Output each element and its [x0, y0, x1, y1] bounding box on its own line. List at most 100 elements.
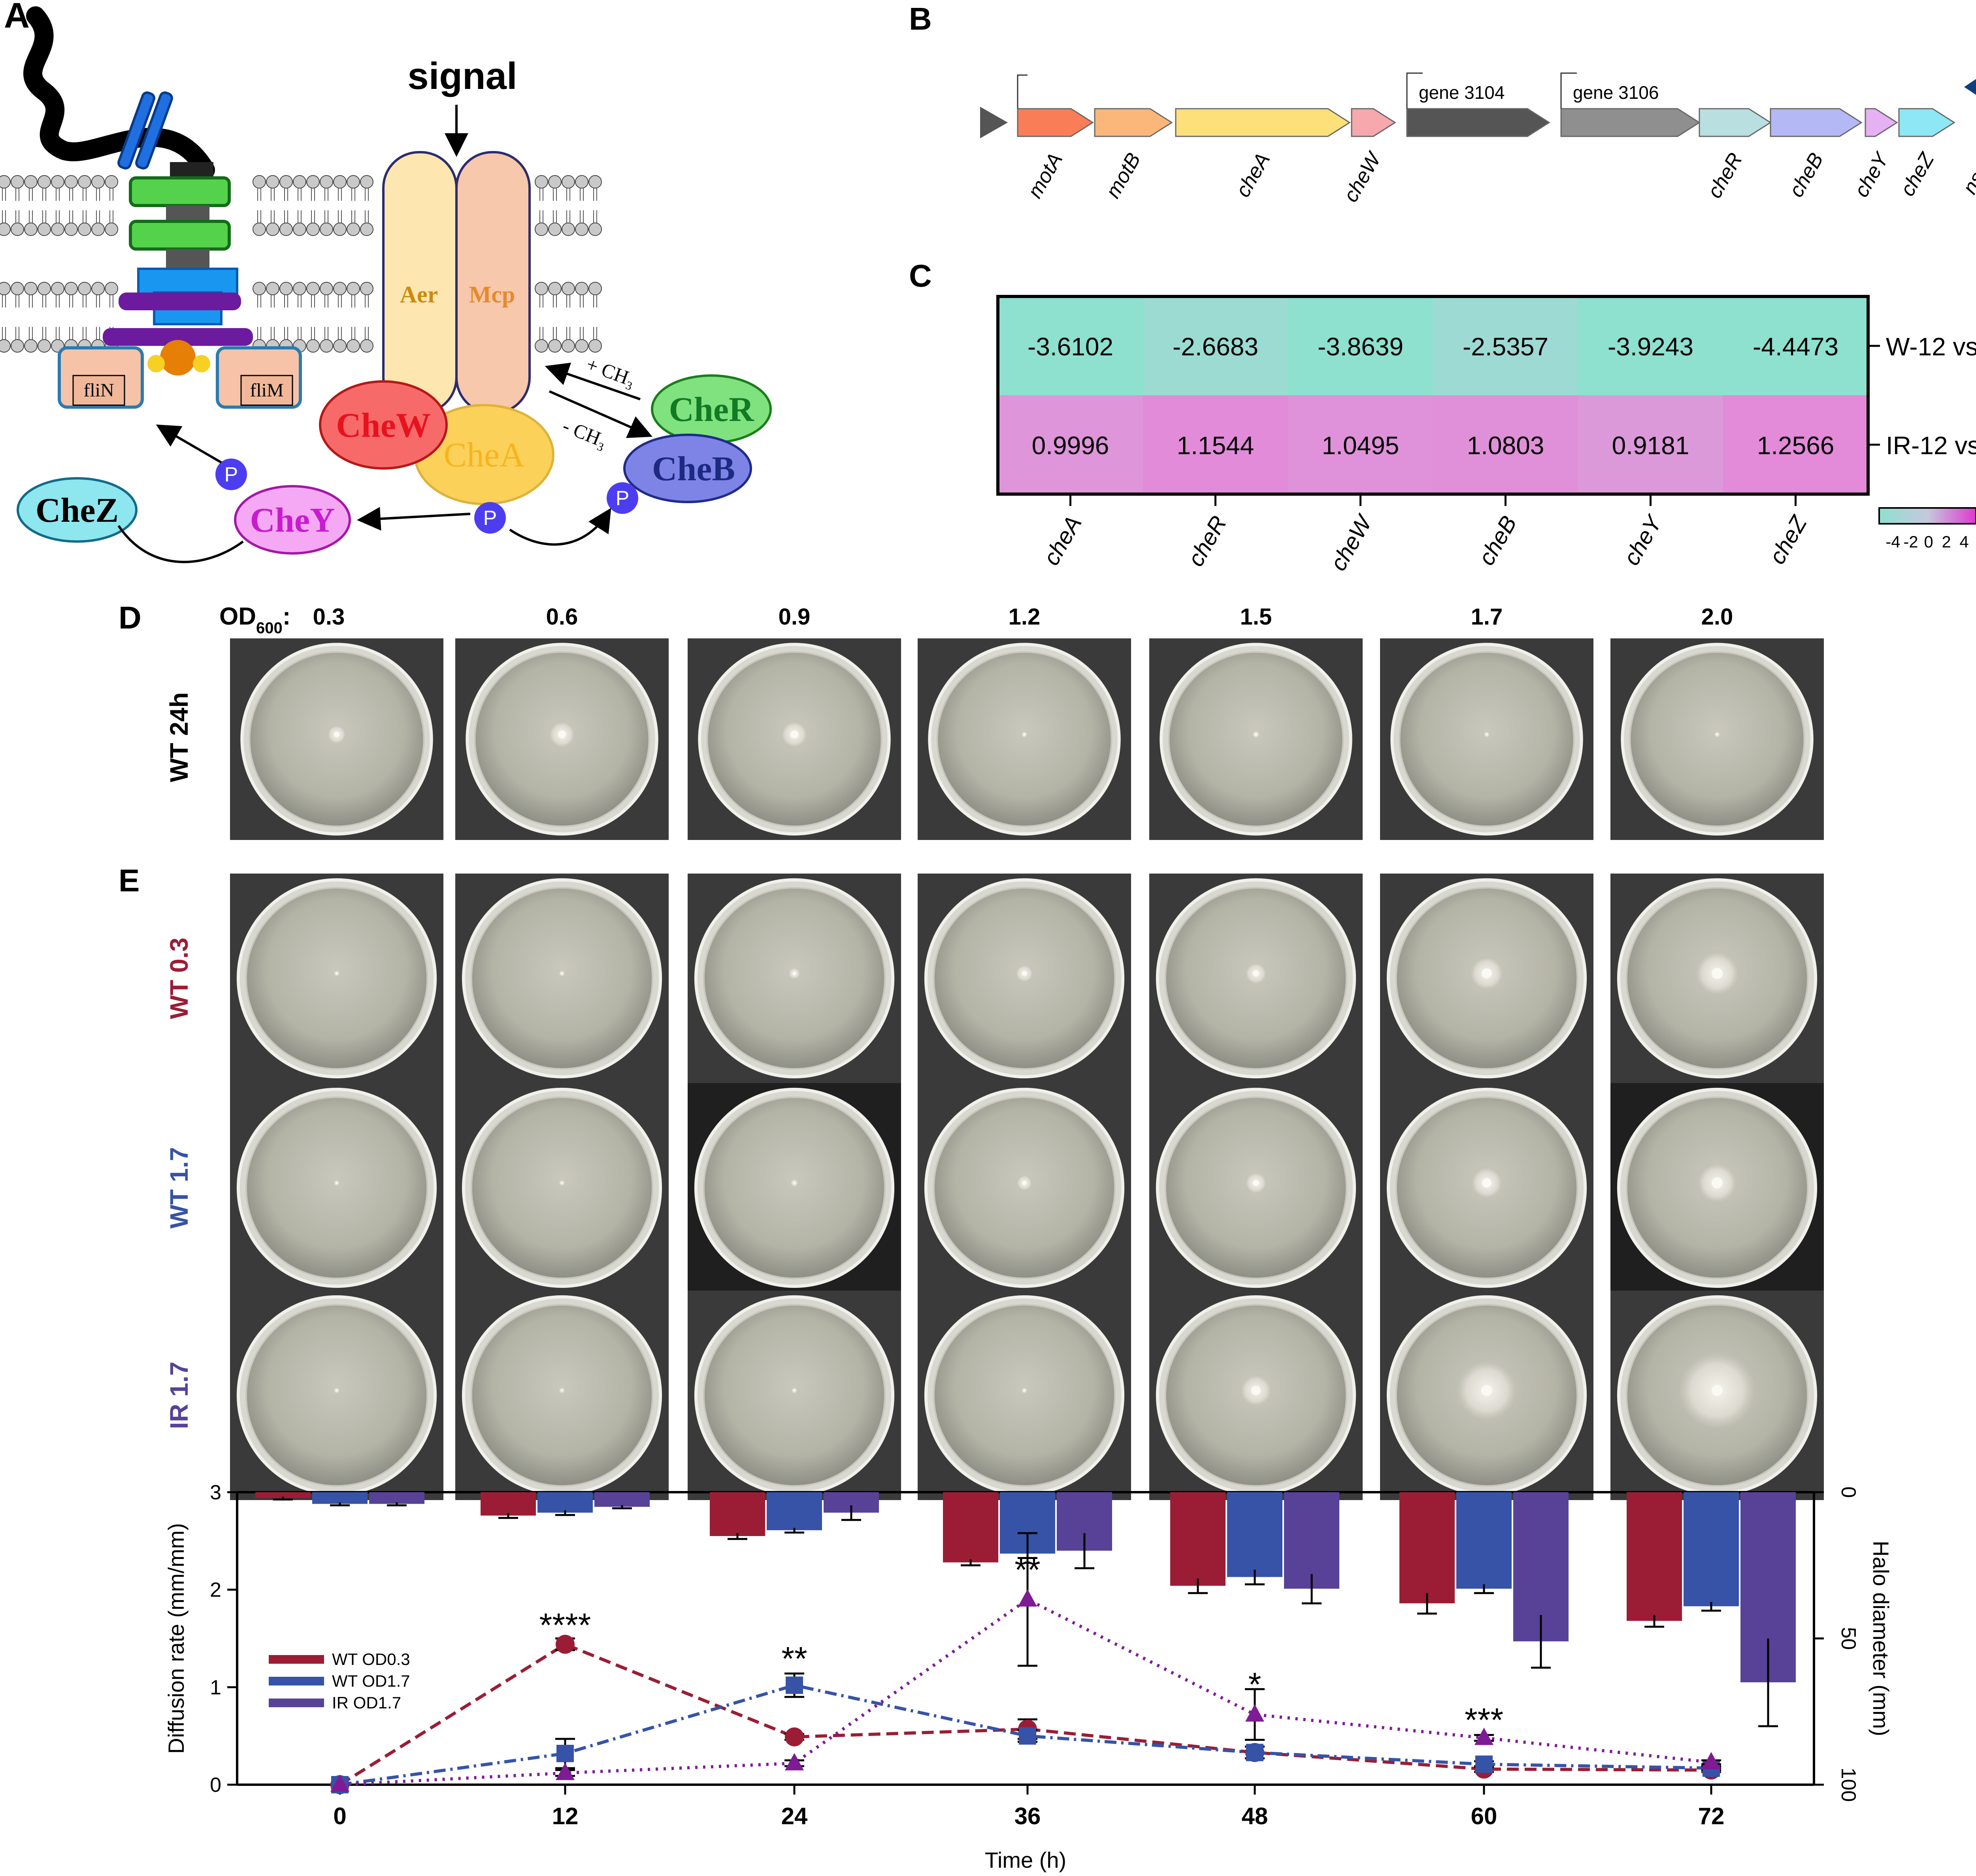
gene-arrow-cheW: [1351, 108, 1396, 137]
chey-protein: [234, 485, 351, 555]
bar-0-4: [1170, 1492, 1226, 1586]
lipid-head: [360, 175, 373, 189]
agar-surface: [703, 1096, 886, 1280]
lipid-head: [347, 223, 360, 236]
lipid-head: [306, 175, 320, 189]
lipid-head: [360, 339, 373, 353]
inoculation-spot: [336, 1389, 338, 1391]
heatmap-value: 0.9996: [1032, 431, 1109, 460]
lipid-head: [360, 223, 373, 236]
legend-label: IR OD1.7: [332, 1693, 401, 1712]
plate-e-2-0: [230, 1291, 443, 1500]
heatmap-value: -2.5357: [1463, 332, 1548, 361]
promoter-mark: [1017, 74, 1028, 109]
lipid-head: [548, 339, 562, 353]
plates-grid-e: [230, 874, 1824, 1500]
point-1-5: [1475, 1755, 1493, 1773]
bar-2-0: [369, 1492, 424, 1504]
plate-e-0-6: [1610, 874, 1824, 1083]
svg-text:P: P: [224, 463, 238, 486]
lipid-head: [91, 175, 105, 189]
plate-e-1-4: [1149, 1083, 1363, 1293]
inoculation-spot: [1252, 970, 1260, 977]
y-tick-label-right: 100: [1837, 1768, 1860, 1802]
panel-a: A fliN fliM: [0, 0, 772, 563]
agar-surface: [470, 1096, 654, 1280]
agar-surface: [245, 1304, 428, 1487]
lipid-head: [38, 175, 51, 189]
legend-label: WT OD0.3: [332, 1650, 410, 1668]
od-value: 1.5: [1240, 604, 1272, 630]
inoculation-spot: [1255, 733, 1257, 736]
lipid-head: [105, 175, 118, 189]
point-0-2: [785, 1727, 804, 1747]
bar-1-1: [537, 1492, 593, 1513]
plate-d-3: [918, 638, 1131, 840]
lipid-head: [38, 282, 51, 295]
inoculation-spot: [1481, 1385, 1492, 1396]
heatmap-row-label: W-12 vs W-2: [1886, 332, 1976, 361]
heatmap-col-label: cheY: [1618, 510, 1668, 570]
heatmap-col-label: cheB: [1473, 511, 1522, 570]
svg-text:P: P: [616, 487, 630, 510]
gene-arrow-gene-3106: [1560, 108, 1701, 137]
inoculation-spot: [1712, 1177, 1723, 1189]
gene-arrow-motA: [1017, 108, 1094, 137]
inoculation-spot: [561, 1182, 563, 1184]
lipid-head: [588, 223, 602, 236]
point-2-5: [1474, 1727, 1493, 1745]
gene-label-cheB: cheB: [1785, 149, 1828, 201]
agar-surface: [933, 1304, 1116, 1487]
lipid-head: [548, 175, 562, 189]
heatmap-cell: [1723, 395, 1868, 494]
inoculation-spot: [793, 1181, 796, 1184]
heatmap-cell: [1433, 296, 1578, 395]
minus-ch3-label: - CH₃: [560, 414, 611, 452]
agar-surface: [470, 887, 654, 1070]
chea-to-chey-arrow: [357, 507, 471, 531]
od-value: 1.2: [1009, 604, 1041, 630]
chea-to-cheb-arrow: [509, 508, 611, 546]
lipid-head: [306, 339, 320, 353]
y-tick-label-left: 0: [210, 1774, 221, 1797]
lipid-head: [333, 282, 347, 295]
heatmap-border: [996, 295, 1870, 496]
lipid-head: [24, 223, 38, 236]
y-tick-label-right: 0: [1837, 1487, 1860, 1498]
lipid-head: [293, 282, 306, 295]
bar-2-1: [594, 1492, 650, 1507]
heatmap-value: -3.8639: [1318, 332, 1403, 361]
agar-surface: [1399, 651, 1575, 827]
plate-e-1-2: [688, 1083, 901, 1293]
lipid-head: [266, 282, 279, 295]
heatmap-col-label: cheW: [1325, 510, 1378, 575]
bar-0-2: [710, 1492, 765, 1536]
chey-label: CheY: [250, 501, 335, 540]
x-tick-label: 0: [333, 1803, 346, 1829]
plate-d-2: [688, 638, 901, 840]
gene-arrow-cheA: [1175, 108, 1351, 137]
inoculation-spot: [1712, 968, 1723, 979]
lipid-head: [588, 282, 602, 295]
point-0-1: [556, 1634, 575, 1654]
lipid-head: [588, 339, 602, 353]
lipid-head: [333, 339, 347, 353]
gene-arrow-cheZ: [1898, 108, 1955, 137]
inoculation-spot: [558, 730, 566, 739]
lipid-head: [11, 223, 24, 236]
chew-protein: [319, 380, 448, 470]
heatmap-col-label: cheA: [1038, 511, 1086, 570]
lipid-head: [535, 223, 548, 236]
inoculation-spot: [1486, 733, 1488, 736]
point-2-4: [1245, 1704, 1264, 1722]
lipid-head: [293, 175, 306, 189]
lipid-head: [279, 282, 293, 295]
lipid-head: [347, 339, 360, 353]
heatmap-cell: [998, 395, 1143, 494]
flagellum: [23, 6, 215, 179]
wt-24h-label: WT 24h: [165, 692, 193, 782]
heatmap-value: -4.4473: [1753, 332, 1838, 361]
cheb-protein: [623, 434, 752, 503]
